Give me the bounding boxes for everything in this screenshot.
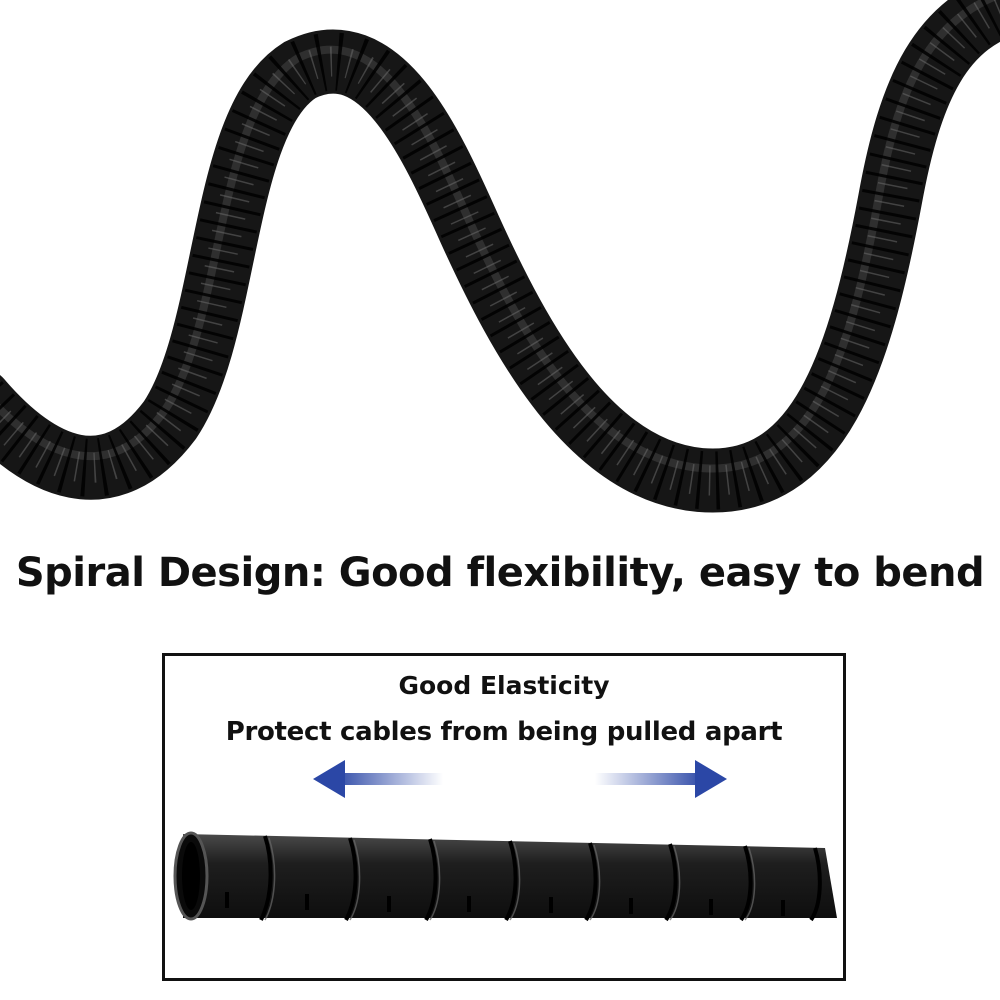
panel-subtitle: Protect cables from being pulled apart	[225, 717, 783, 747]
panel-title: Good Elasticity	[398, 671, 610, 700]
headline: Spiral Design: Good flexibility, easy to…	[15, 550, 985, 596]
tube-rib-gaps	[0, 0, 1000, 496]
tube-body	[0, 0, 1000, 513]
elasticity-panel: Good Elasticity Protect cables from bein…	[162, 653, 846, 981]
straight-tube	[173, 831, 837, 922]
straight-spiral-tube-illustration	[173, 760, 837, 922]
arrow-left-icon	[313, 760, 443, 798]
wavy-spiral-tube-image	[0, 0, 1000, 513]
arrow-right-icon	[595, 760, 727, 798]
